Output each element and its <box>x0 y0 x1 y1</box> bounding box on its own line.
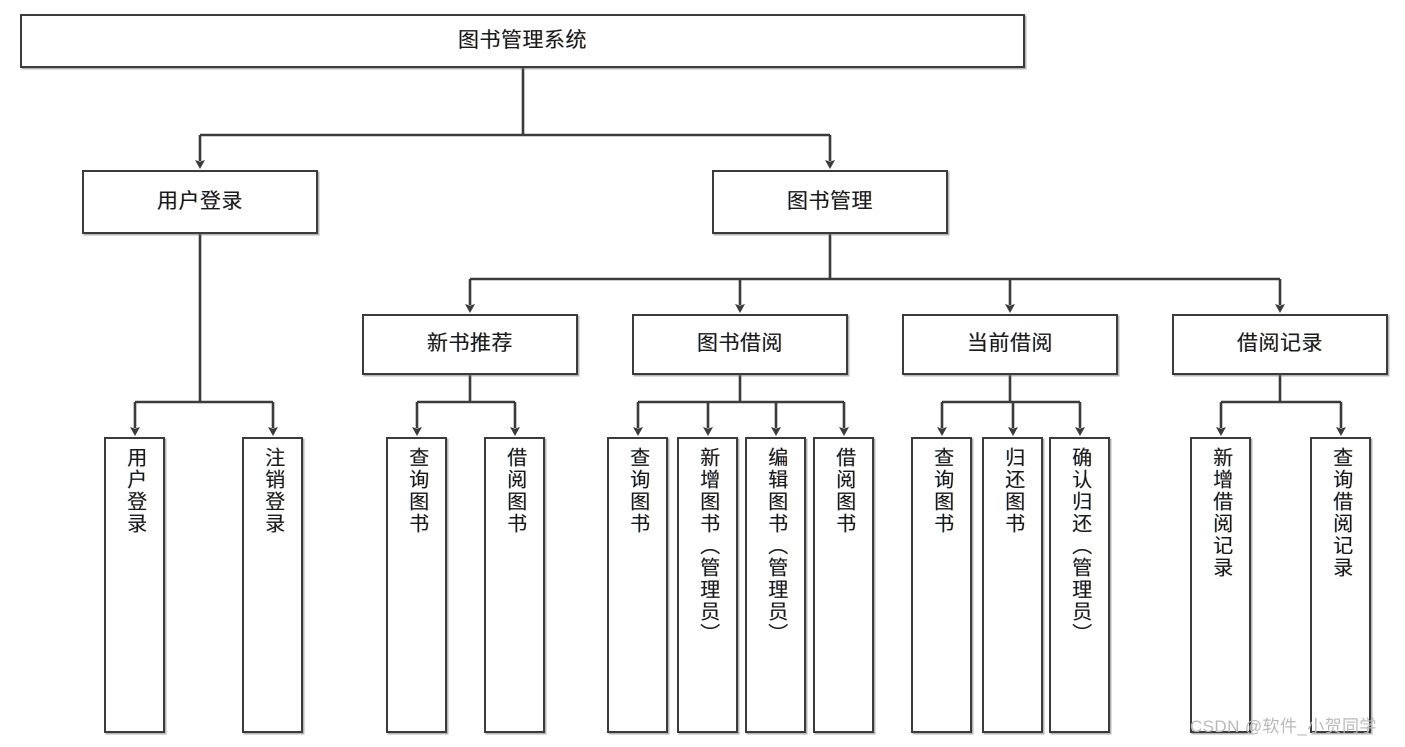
node-leaf_rec_borrow[interactable]: 借阅图书 <box>484 437 545 733</box>
node-label: 图书管理 <box>787 189 873 213</box>
node-label: 编辑图书（管理员） <box>764 447 787 645</box>
node-label: 借阅记录 <box>1237 332 1323 356</box>
node-label: 确认归还（管理员） <box>1068 447 1091 645</box>
node-label: 图书借阅 <box>697 332 783 356</box>
csdn-watermark: CSDN @软件_小贺同学 <box>1190 717 1377 736</box>
node-label: 注销登录 <box>261 447 284 535</box>
node-leaf_cb_confirm[interactable]: 确认归还（管理员） <box>1049 437 1110 733</box>
node-leaf_user_login[interactable]: 用户登录 <box>104 437 165 733</box>
node-user_login[interactable]: 用户登录 <box>82 170 318 234</box>
node-label: 查询图书 <box>405 447 428 535</box>
node-label: 查询图书 <box>930 447 953 535</box>
node-label: 借阅图书 <box>503 447 526 535</box>
node-book_manage[interactable]: 图书管理 <box>712 170 948 234</box>
node-label: 查询借阅记录 <box>1329 447 1352 579</box>
node-label: 用户登录 <box>123 447 146 535</box>
node-leaf_bb_edit[interactable]: 编辑图书（管理员） <box>745 437 806 733</box>
node-book_borrow[interactable]: 图书借阅 <box>632 314 848 375</box>
node-label: 新增图书（管理员） <box>696 447 719 645</box>
node-leaf_bb_query[interactable]: 查询图书 <box>607 437 668 733</box>
node-leaf_br_query[interactable]: 查询借阅记录 <box>1310 437 1371 733</box>
node-label: 归还图书 <box>1001 447 1024 535</box>
node-leaf_bb_borrow[interactable]: 借阅图书 <box>813 437 874 733</box>
node-current_borrow[interactable]: 当前借阅 <box>902 314 1118 375</box>
node-leaf_cb_return[interactable]: 归还图书 <box>982 437 1043 733</box>
node-label: 借阅图书 <box>832 447 855 535</box>
node-leaf_logout[interactable]: 注销登录 <box>242 437 303 733</box>
node-label: 新书推荐 <box>427 332 513 356</box>
node-root[interactable]: 图书管理系统 <box>20 14 1025 68</box>
node-borrow_record[interactable]: 借阅记录 <box>1172 314 1388 375</box>
node-label: 新增借阅记录 <box>1209 447 1232 579</box>
node-leaf_rec_query[interactable]: 查询图书 <box>386 437 447 733</box>
node-leaf_cb_query[interactable]: 查询图书 <box>911 437 972 733</box>
node-label: 图书管理系统 <box>458 28 587 52</box>
node-leaf_br_add[interactable]: 新增借阅记录 <box>1190 437 1251 733</box>
node-label: 用户登录 <box>157 189 243 213</box>
node-label: 查询图书 <box>626 447 649 535</box>
node-new_book_rec[interactable]: 新书推荐 <box>362 314 578 375</box>
node-label: 当前借阅 <box>967 332 1053 356</box>
node-leaf_bb_add[interactable]: 新增图书（管理员） <box>677 437 738 733</box>
